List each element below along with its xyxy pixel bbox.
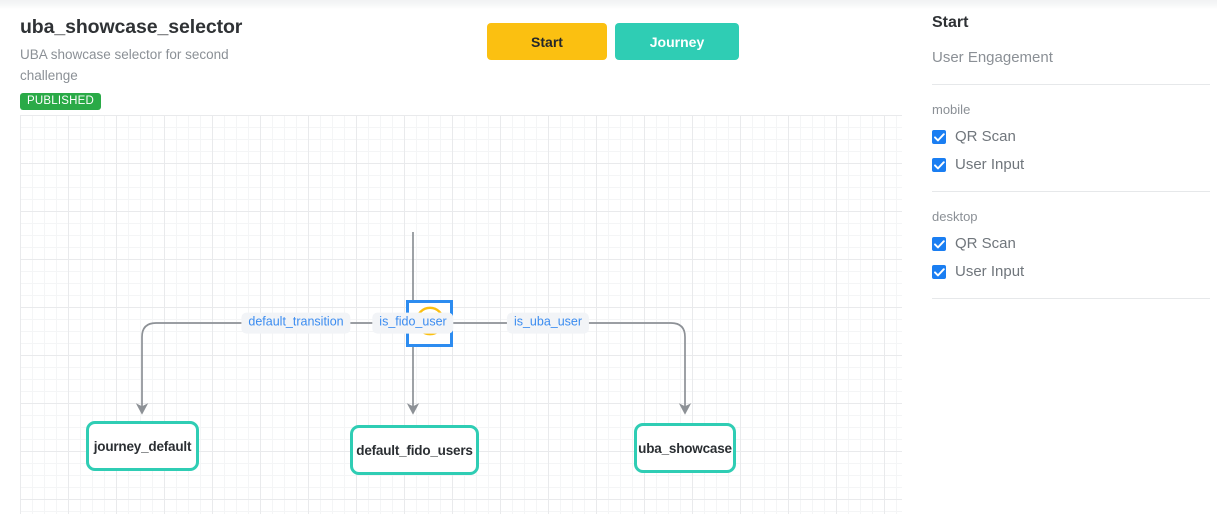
edge-label-default-transition[interactable]: default_transition xyxy=(241,312,351,334)
node-label: uba_showcase xyxy=(638,440,732,456)
node-default-fido-users[interactable]: default_fido_users xyxy=(350,425,479,475)
flow-description: UBA showcase selector for second challen… xyxy=(20,47,229,83)
edge-label-is-uba-user[interactable]: is_uba_user xyxy=(506,312,590,334)
checkbox-label: QR Scan xyxy=(955,128,1016,145)
checkbox-row-mobile-qr-scan[interactable]: QR Scan xyxy=(932,128,1210,145)
page-title: uba_showcase_selector xyxy=(20,16,243,38)
checkbox-desktop-qr-scan[interactable] xyxy=(932,236,946,251)
panel-divider xyxy=(932,191,1210,192)
node-journey-default[interactable]: journey_default xyxy=(86,421,199,471)
start-button[interactable]: Start xyxy=(487,23,607,60)
panel-divider xyxy=(932,298,1210,299)
node-label: journey_default xyxy=(93,438,192,454)
checkbox-desktop-user-input[interactable] xyxy=(932,264,946,279)
edge-label-is-fido-user[interactable]: is_fido_user xyxy=(372,312,454,334)
group-label-desktop: desktop xyxy=(932,209,978,224)
panel-subtitle: User Engagement xyxy=(932,49,1053,66)
node-uba-showcase[interactable]: uba_showcase xyxy=(634,423,736,473)
flow-header: uba_showcase_selector UBA showcase selec… xyxy=(20,16,350,111)
properties-panel: Start User Engagement mobile QR Scan Use… xyxy=(932,14,1210,299)
journey-button[interactable]: Journey xyxy=(615,23,739,60)
checkbox-mobile-qr-scan[interactable] xyxy=(932,129,946,144)
flow-canvas[interactable]: default_transition is_fido_user is_uba_u… xyxy=(20,115,902,514)
checkbox-label: User Input xyxy=(955,156,1025,173)
status-badge: PUBLISHED xyxy=(20,93,101,111)
checkbox-mobile-user-input[interactable] xyxy=(932,157,946,172)
panel-divider xyxy=(932,84,1210,85)
checkbox-label: User Input xyxy=(955,263,1025,280)
checkbox-label: QR Scan xyxy=(955,235,1016,252)
checkbox-row-mobile-user-input[interactable]: User Input xyxy=(932,156,1210,173)
group-label-mobile: mobile xyxy=(932,102,971,117)
top-gradient-band xyxy=(0,0,1217,9)
panel-title: Start xyxy=(932,14,969,31)
checkbox-row-desktop-user-input[interactable]: User Input xyxy=(932,263,1210,280)
node-label: default_fido_users xyxy=(356,442,473,458)
checkbox-row-desktop-qr-scan[interactable]: QR Scan xyxy=(932,235,1210,252)
